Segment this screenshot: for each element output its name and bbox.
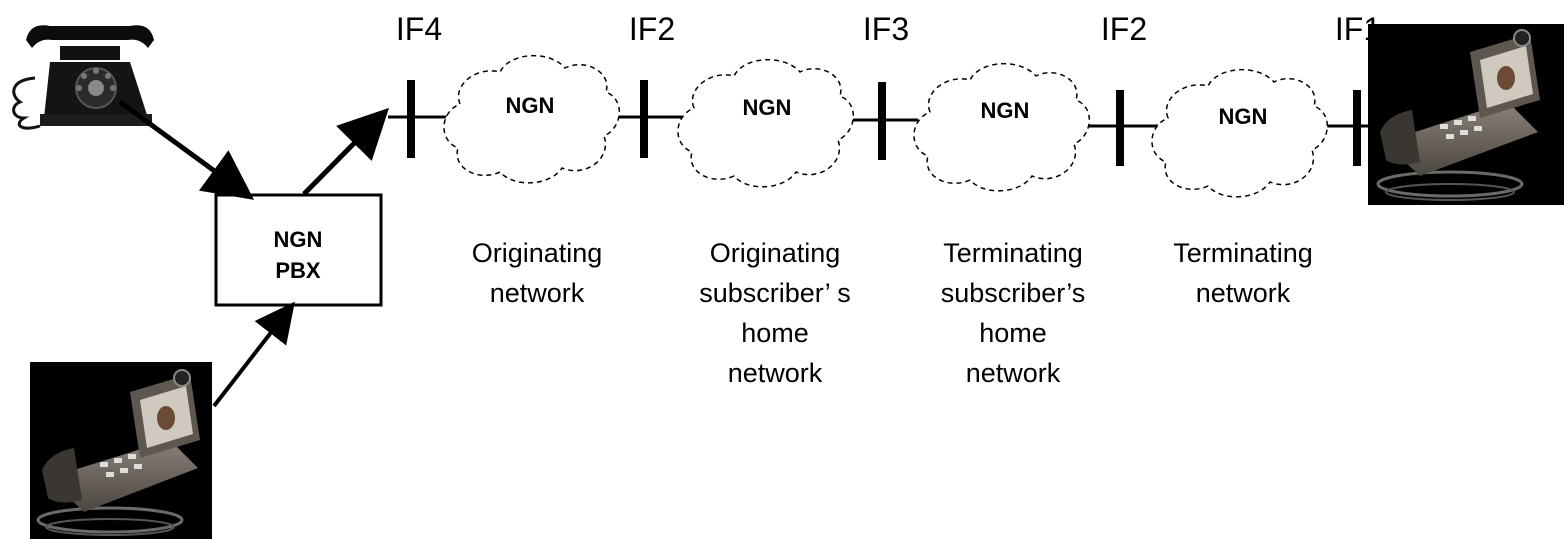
cloud-label: NGN xyxy=(743,95,792,120)
svg-text:home: home xyxy=(741,318,809,348)
svg-text:Terminating: Terminating xyxy=(943,238,1083,268)
ngn-cloud-terminating-home: NGN xyxy=(913,63,1091,192)
video-phone-icon xyxy=(1368,24,1564,205)
pbx-label-line1: NGN xyxy=(274,227,323,252)
svg-text:Terminating: Terminating xyxy=(1173,238,1313,268)
interface-label-if1: IF1 xyxy=(1335,11,1381,47)
interface-label-if4: IF4 xyxy=(396,11,442,47)
arrow-pbx-to-if4 xyxy=(302,107,390,196)
label-terminating-network: Terminating network xyxy=(1173,238,1313,308)
label-originating-network: Originating network xyxy=(472,238,603,308)
arrow-videophone-to-pbx xyxy=(212,301,295,408)
svg-text:Originating: Originating xyxy=(472,238,603,268)
label-terminating-subscriber-home-network: Terminating subscriber’s home network xyxy=(941,238,1086,388)
ngn-pbx-box: NGN PBX xyxy=(214,193,383,307)
label-originating-subscriber-home-network: Originating subscriber’ s home network xyxy=(699,238,851,388)
svg-text:network: network xyxy=(966,358,1061,388)
cloud-label: NGN xyxy=(981,98,1030,123)
ngn-cloud-originating: NGN xyxy=(443,55,621,184)
pbx-label-line2: PBX xyxy=(275,258,321,283)
svg-text:Originating: Originating xyxy=(710,238,841,268)
svg-text:subscriber’ s: subscriber’ s xyxy=(699,278,851,308)
svg-text:subscriber’s: subscriber’s xyxy=(941,278,1086,308)
svg-text:home: home xyxy=(979,318,1047,348)
ngn-cloud-originating-home: NGN xyxy=(677,59,855,188)
interface-label-if2: IF2 xyxy=(629,11,675,47)
interface-label-if3: IF3 xyxy=(863,11,909,47)
ngn-cloud-terminating: NGN xyxy=(1151,69,1329,198)
cloud-label: NGN xyxy=(506,93,555,118)
arrow-rotary-to-pbx xyxy=(118,99,255,200)
video-phone-icon xyxy=(30,362,212,539)
cloud-label: NGN xyxy=(1219,104,1268,129)
interface-label-if2: IF2 xyxy=(1101,11,1147,47)
svg-text:network: network xyxy=(728,358,823,388)
svg-text:network: network xyxy=(490,278,585,308)
svg-text:network: network xyxy=(1196,278,1291,308)
